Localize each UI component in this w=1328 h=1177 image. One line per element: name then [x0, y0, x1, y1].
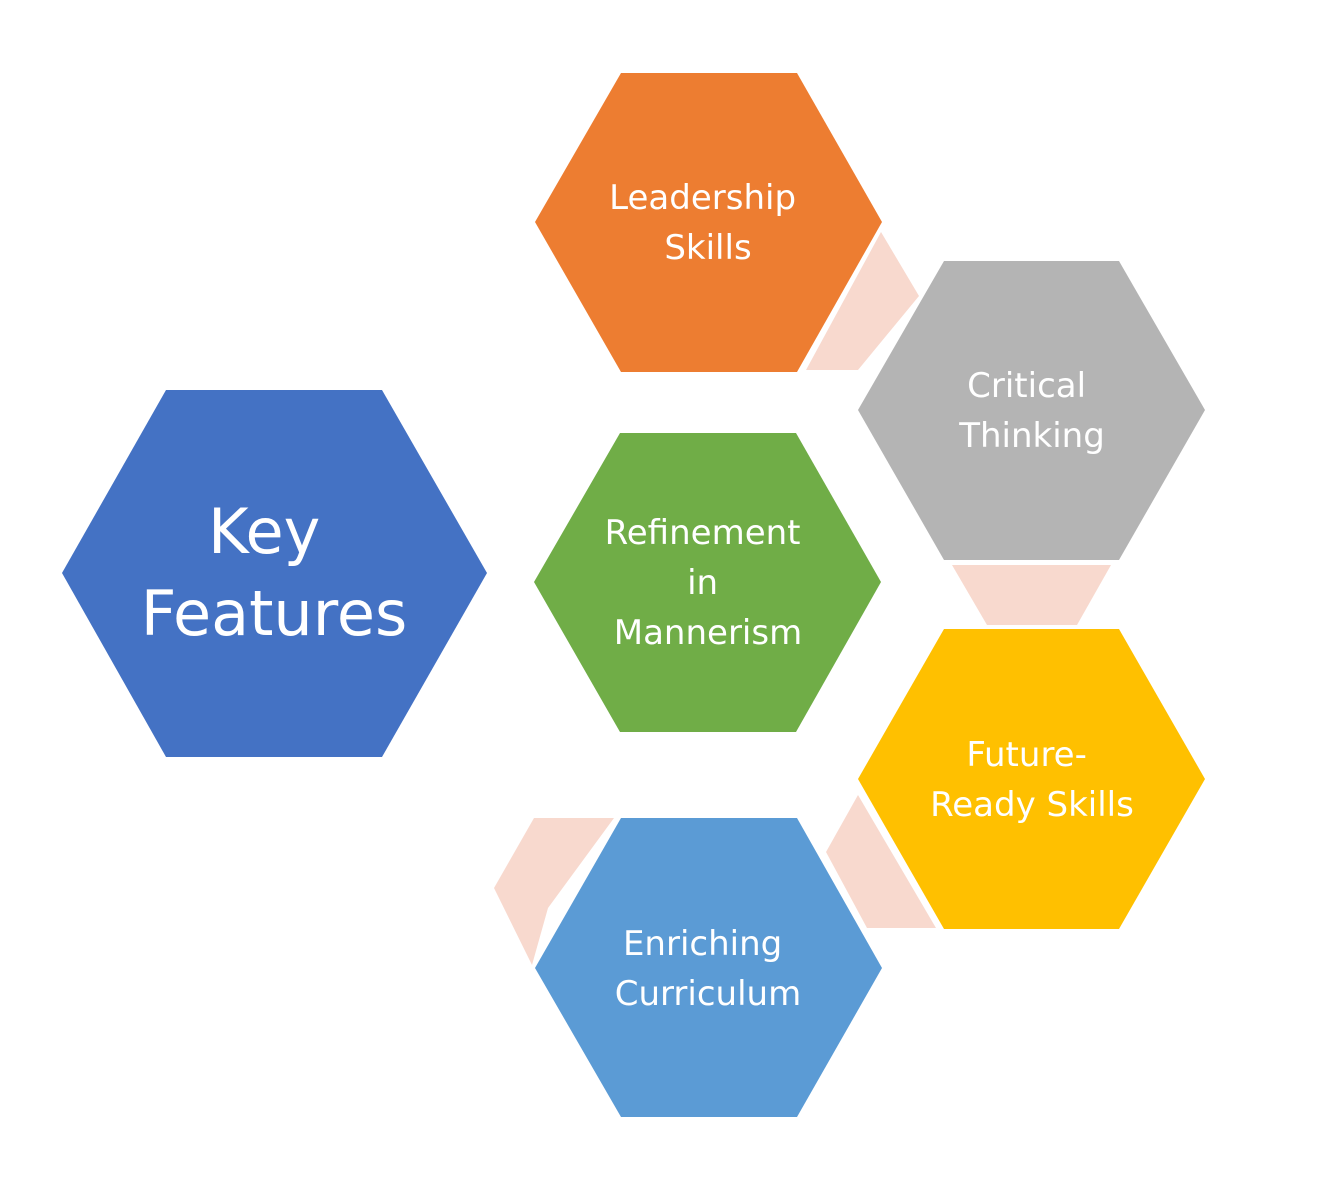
hexagon-future-ready-skills: Future- Ready Skills: [858, 629, 1205, 929]
hexagon-leadership-skills: Leadership Skills: [535, 73, 882, 372]
hexagon-shape: [535, 73, 882, 372]
hexagon-label: Key Features: [141, 495, 408, 650]
label-line: Curriculum: [615, 974, 801, 1014]
connector-leadership-critical: [806, 232, 919, 370]
hexagon-critical-thinking: Critical Thinking: [858, 261, 1205, 560]
label-line: Future-: [966, 735, 1087, 775]
hexagon-shape: [858, 261, 1205, 560]
label-line: Leadership: [609, 178, 796, 218]
label-line: Mannerism: [614, 613, 802, 653]
hexagon-shape: [62, 390, 487, 757]
label-line: Skills: [664, 228, 751, 268]
label-line: Refinement: [605, 513, 801, 553]
label-line: in: [687, 563, 718, 603]
hexagon-label: Critical Thinking: [958, 366, 1105, 456]
hexagon-shape: [858, 629, 1205, 929]
connector-enriching-left: [494, 818, 614, 965]
hexagon-shape: [535, 818, 882, 1117]
hexagon-enriching-curriculum: Enriching Curriculum: [535, 818, 882, 1117]
hexagon-label: Future- Ready Skills: [930, 735, 1134, 825]
label-line: Ready Skills: [930, 785, 1134, 825]
connectors: [494, 232, 1111, 965]
hexagon-label: Refinement in Mannerism: [605, 513, 812, 653]
label-line: Critical: [967, 366, 1086, 406]
hexagon-refinement-in-mannerism: Refinement in Mannerism: [534, 433, 881, 732]
hexagon-label: Enriching Curriculum: [615, 924, 801, 1014]
label-line: Thinking: [958, 416, 1105, 456]
hexagon-key-features: Key Features: [62, 390, 487, 757]
connector-future-enriching: [826, 795, 936, 928]
label-line: Features: [141, 577, 408, 650]
label-line: Key: [208, 495, 320, 568]
hexagon-shape: [534, 433, 881, 732]
hexagon-label: Leadership Skills: [609, 178, 807, 268]
label-line: Enriching: [623, 924, 782, 964]
connector-critical-future: [952, 565, 1111, 625]
